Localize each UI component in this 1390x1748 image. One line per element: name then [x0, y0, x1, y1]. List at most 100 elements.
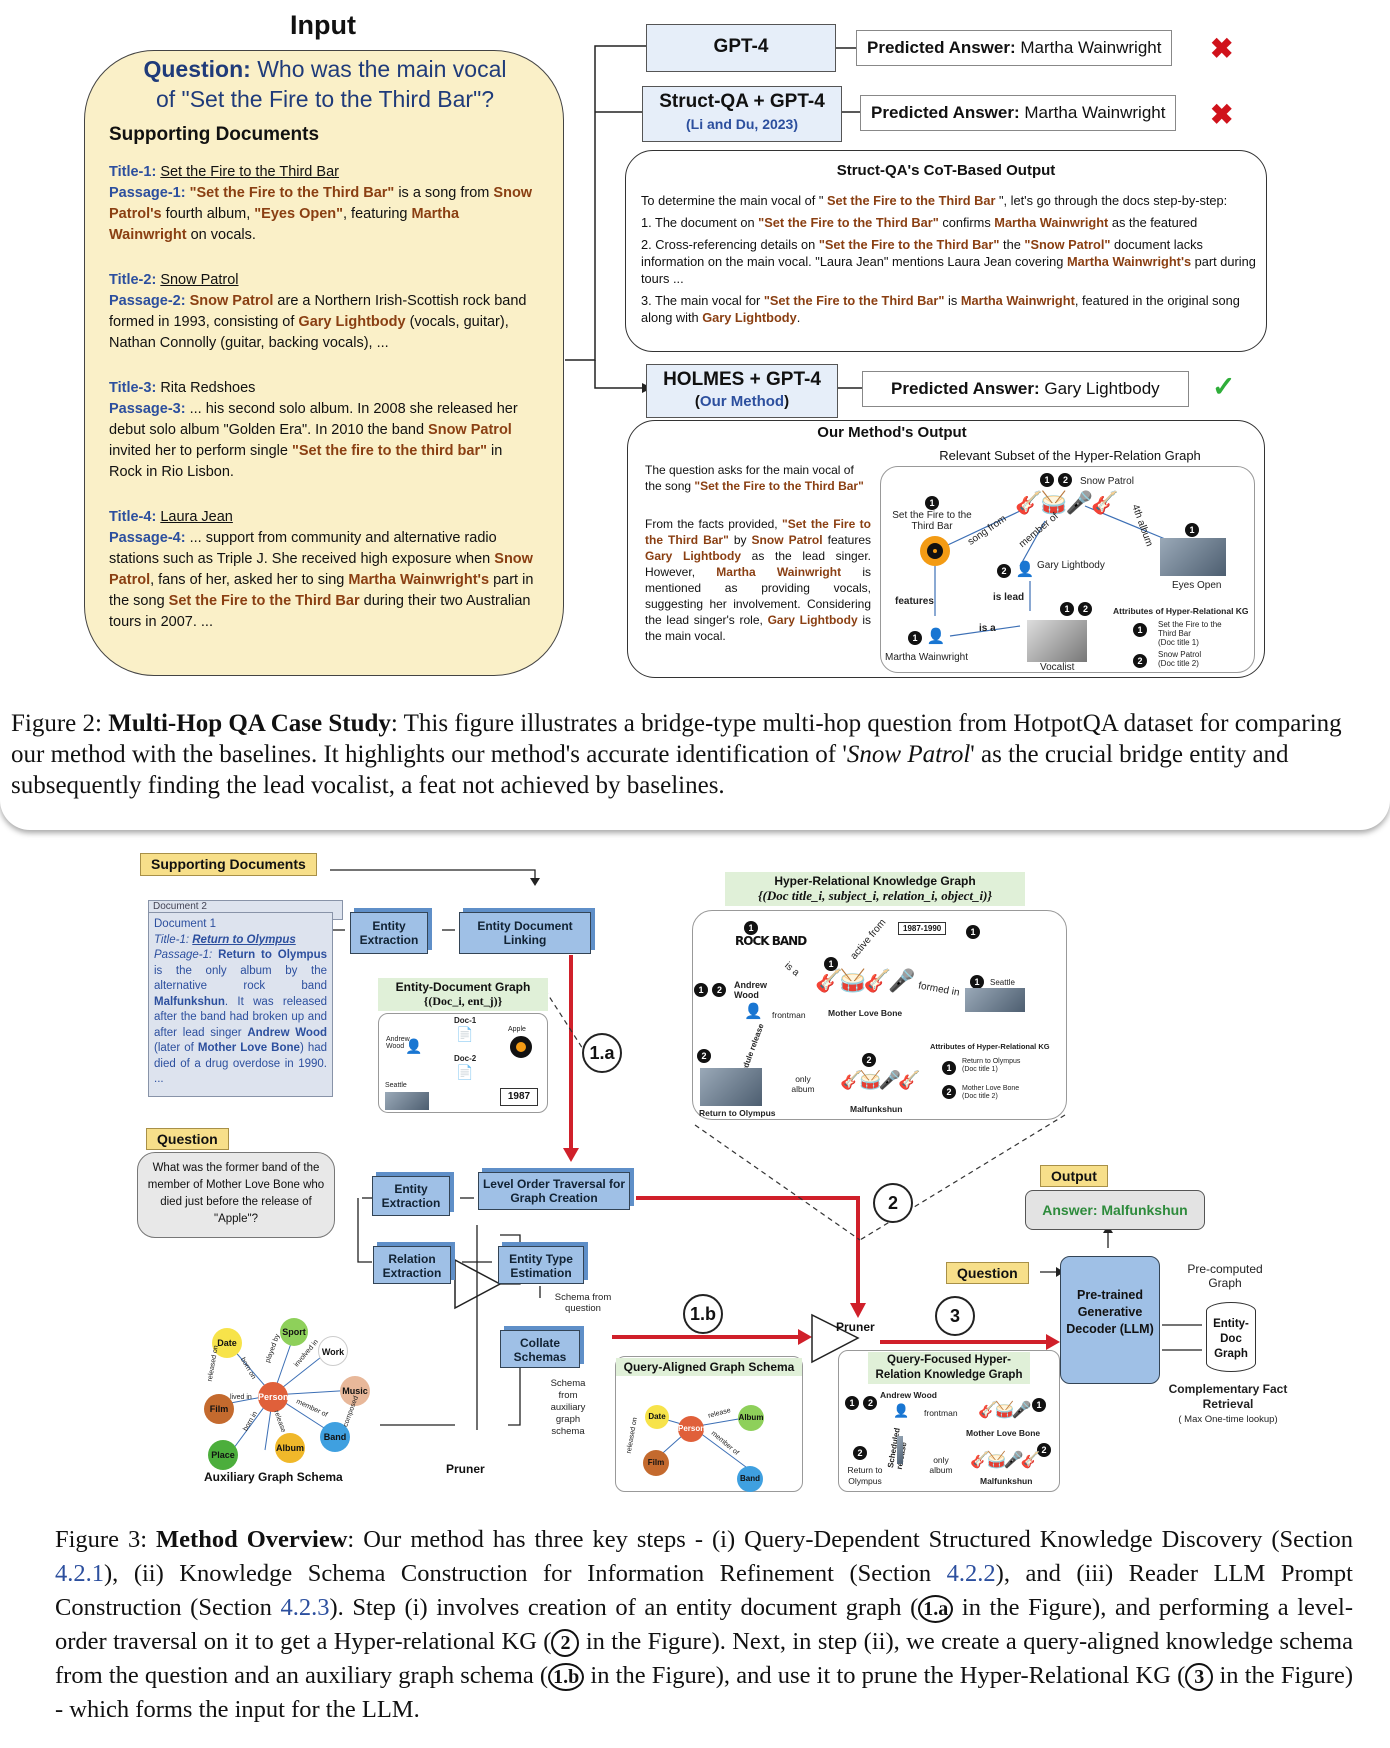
person-icon: 👤	[744, 1003, 763, 1020]
span: "Snow Patrol"	[1024, 237, 1111, 252]
caption-text: ' as the crucial bridge entity and subse…	[11, 741, 1289, 799]
document-icon: 📄	[456, 1064, 474, 1080]
caption-text: in the Figure), and performing a level-o…	[55, 1594, 1353, 1655]
node-song: Set the Fire to the Third Bar	[892, 510, 972, 532]
aux-node-film: Film	[204, 1394, 234, 1424]
span: "Set the Fire to the Third Bar"	[758, 215, 939, 230]
caption-bold: Method Overview	[156, 1526, 348, 1553]
span: ", let's go through the docs step-by-ste…	[995, 193, 1228, 208]
question: Question: Who was the main vocal of "Set…	[100, 54, 550, 114]
aux-node-work: Work	[318, 1336, 348, 1366]
section-link[interactable]: 4.2.1	[55, 1560, 104, 1587]
hrkg-attr-1: Return to Olympus(Doc title 1)	[962, 1058, 1020, 1074]
holmes-label: HOLMES + GPT-4	[663, 369, 821, 390]
doc-2: Title-2: Snow Patrol Passage-2: Snow Pat…	[109, 270, 539, 354]
title-label: Title-3:	[109, 380, 157, 396]
qa-node-date: Date	[645, 1405, 669, 1429]
rto-image	[897, 1436, 903, 1464]
span: Gary Lightbody	[702, 310, 797, 325]
badge: 1 2	[1060, 599, 1093, 617]
span: part in the song	[109, 572, 534, 609]
entity-document-linking-box: Entity Document Linking	[459, 912, 591, 954]
wrong-icon: ✖	[1210, 99, 1234, 130]
step-3-badge: 3	[935, 1296, 975, 1336]
structqa-box: Struct-QA + GPT-4 (Li and Du, 2023)	[642, 86, 842, 142]
person-icon: 👤	[405, 1038, 423, 1054]
cot-text: To determine the main vocal of " Set the…	[641, 192, 1256, 326]
ed-graph-title: Entity-Document Graph{(Doc_i, ent_j)}	[378, 978, 548, 1011]
span: Snow Patrol	[109, 551, 533, 588]
span: Mother Love Bone	[197, 1042, 300, 1054]
pred-gpt4: Predicted Answer: Martha Wainwright	[856, 30, 1173, 66]
hrkg-attr-title: Attributes of Hyper-Relational KG	[930, 1042, 1050, 1051]
seattle-image	[965, 988, 1025, 1012]
document-1: Document 1 Title-1: Return to Olympus Pa…	[148, 912, 333, 1097]
span: 2. Cross-referencing details on	[641, 237, 819, 252]
doc1-title: Title-1: Return to Olympus	[154, 933, 327, 949]
aux-node-sport: Sport	[280, 1318, 308, 1346]
supporting-docs-label: Supporting Documents	[109, 124, 320, 145]
span: is a song from	[394, 185, 494, 201]
structqa-cite[interactable]: (Li and Du, 2023)	[685, 116, 799, 132]
span: . It was released after the band had bro…	[154, 995, 327, 1039]
badge: 1	[1185, 520, 1199, 538]
badge: 1 2	[1040, 470, 1073, 488]
hrkg-years: 1987-1990	[898, 922, 947, 935]
ed-node-doc2: Doc-2	[454, 1054, 477, 1063]
section-link[interactable]: 4.2.3	[280, 1594, 330, 1621]
span: ) had died of a drug overdose in 1990. .…	[154, 1042, 328, 1085]
span: the	[999, 237, 1025, 252]
cot-box	[625, 150, 1267, 352]
level-order-traversal-box: Level Order Traversal for Graph Creation	[478, 1172, 630, 1210]
hrkg-title-text: Hyper-Relational Knowledge Graph	[774, 874, 976, 888]
question-text-1: Who was the main vocal	[257, 56, 507, 82]
span: by	[728, 533, 752, 547]
entity-extraction-box-2: Entity Extraction	[372, 1176, 450, 1216]
badge: 1	[1032, 1395, 1046, 1413]
title-label: Title-2:	[109, 272, 157, 288]
hrkg-node-rto: Return to Olympus	[699, 1108, 776, 1118]
doc1-passage-label: Passage-1:	[154, 949, 213, 961]
wrong-icon: ✖	[1210, 33, 1234, 64]
hrkg-subtitle: {(Doc title_i, subject_i, relation_i, ob…	[758, 888, 992, 903]
qa-schema-panel	[615, 1356, 803, 1492]
span: , featured in the original song along wi…	[641, 293, 1240, 325]
span: Martha Wainwright	[109, 206, 460, 243]
holmes-cite: (Our Method)	[647, 391, 837, 413]
span: Snow Patrol	[428, 422, 512, 438]
span: Malfunkshun	[154, 995, 225, 1008]
cot-title: Struct-QA's CoT-Based Output	[836, 162, 1056, 179]
title-label: Title-1:	[109, 164, 157, 180]
edge-features: features	[895, 596, 934, 607]
our-method-link[interactable]: Our Method	[699, 393, 785, 410]
badge: 1	[824, 954, 838, 972]
span: (vocals, guitar), Nathan Connolly (guita…	[109, 314, 509, 351]
span: document lacks information on the main v…	[641, 237, 1203, 269]
span: during their two Australian tours in 200…	[109, 593, 531, 630]
caption-bold: Multi-Hop QA Case Study	[108, 710, 391, 737]
doc1-title-text: Return to Olympus	[192, 933, 296, 946]
badge: 1 2	[845, 1393, 878, 1411]
attr-2-text: Snow Patrol	[1158, 650, 1202, 659]
span: Martha Wainwright's	[1066, 254, 1192, 269]
span: "Set the fire to the third bar"	[291, 443, 487, 459]
album-icon	[510, 1036, 532, 1058]
span: "Set the Fire to the Third Bar"	[189, 185, 395, 201]
pred-value: Martha Wainwright	[1020, 38, 1162, 57]
doc-1: Title-1: Set the Fire to the Third Bar P…	[109, 162, 539, 246]
max-lookup-label: ( Max One-time lookup)	[1178, 1414, 1278, 1425]
step-1a-badge: 1.a	[582, 1033, 622, 1073]
attr-1-text: Set the Fire to the Third Bar	[1158, 620, 1222, 638]
badge: 1	[966, 922, 980, 940]
section-link[interactable]: 4.2.2	[946, 1560, 996, 1587]
badge: 1	[970, 972, 984, 990]
hrkg-title: Hyper-Relational Knowledge Graph{(Doc ti…	[725, 872, 1025, 906]
doc-title: Laura Jean	[160, 509, 233, 525]
span: Snow Patrol	[751, 533, 823, 547]
caption-text: in the Figure), and use it to prune the …	[584, 1662, 1186, 1689]
gpt4-box: GPT-4	[646, 24, 836, 72]
attr-2-doc: (Doc title 2)	[1158, 659, 1199, 668]
pred-label: Predicted Answer:	[891, 379, 1040, 398]
doc-title: Set the Fire to the Third Bar	[160, 164, 339, 180]
schema-from-question-label: Schema from question	[554, 1292, 612, 1314]
